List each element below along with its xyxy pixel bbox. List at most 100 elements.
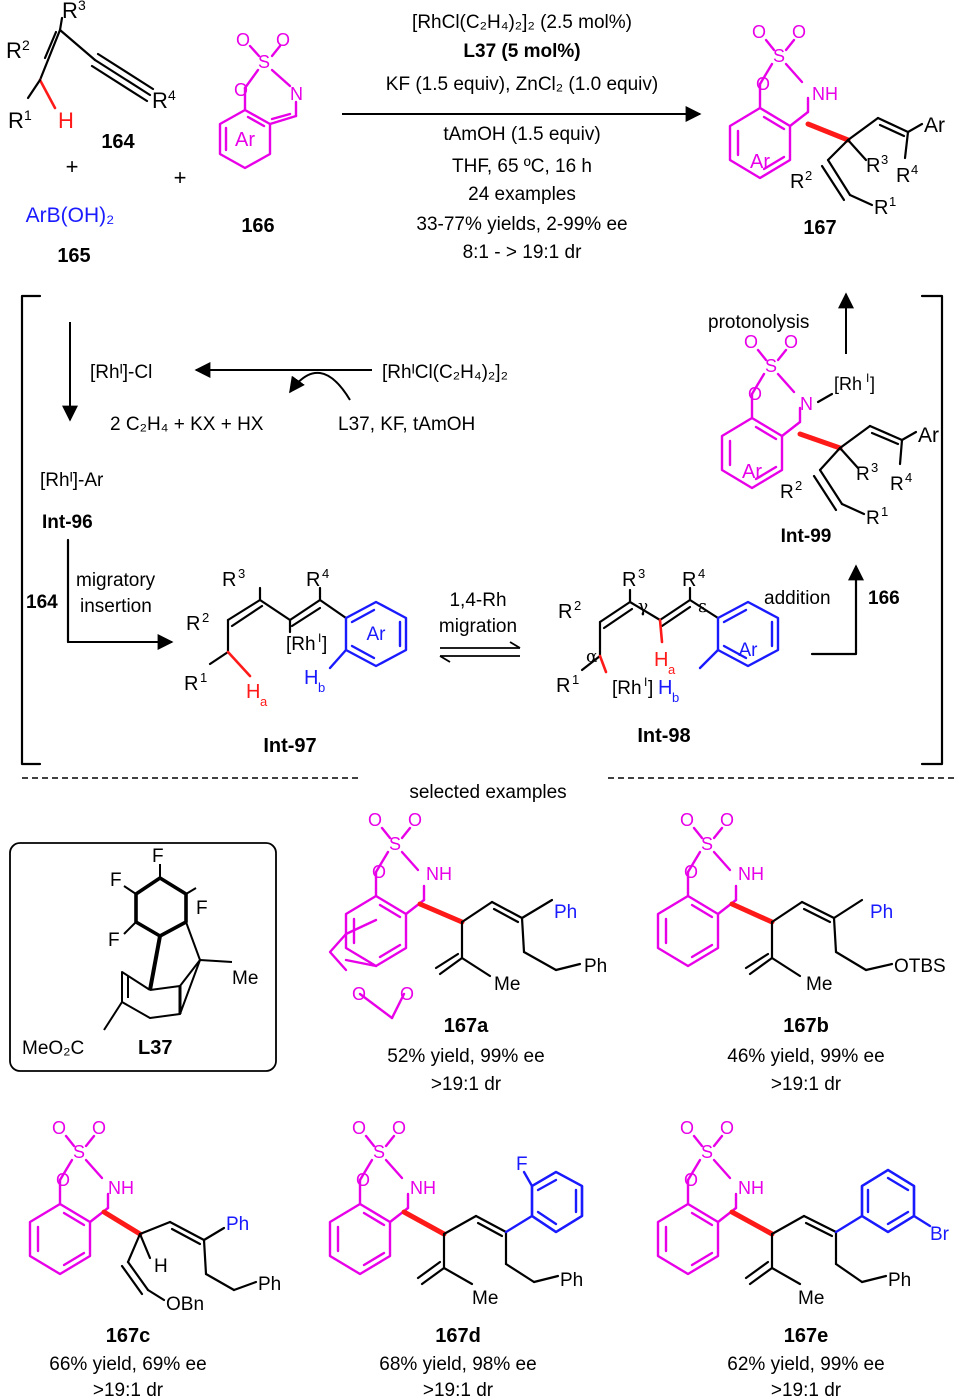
label-int96: Int-96: [42, 512, 93, 533]
cycle-brackets: [20, 294, 944, 766]
svg-text:H: H: [58, 108, 74, 133]
label-164: 164: [101, 131, 135, 153]
svg-text:Ar: Ar: [367, 624, 387, 645]
svg-text:R: R: [874, 197, 888, 219]
example-167e: NH Br Ph Me 167e 62% yield, 99% ee >19:1…: [656, 1116, 950, 1400]
svg-text:R: R: [184, 673, 198, 695]
svg-text:62% yield, 99% ee: 62% yield, 99% ee: [727, 1354, 884, 1375]
svg-text:N: N: [290, 84, 303, 104]
svg-text:]: ]: [322, 634, 327, 655]
svg-text:167a: 167a: [444, 1015, 489, 1037]
svg-text:R: R: [222, 569, 236, 591]
step-addition: addition 166: [764, 564, 900, 656]
label-165: 165: [57, 245, 90, 267]
svg-text:NH: NH: [410, 1178, 436, 1198]
svg-text:[Rh: [Rh: [834, 374, 862, 394]
svg-text:[Rhᴵ]-Cl: [Rhᴵ]-Cl: [90, 362, 152, 383]
svg-text:Br: Br: [930, 1224, 950, 1245]
svg-text:L37, KF, tAmOH: L37, KF, tAmOH: [338, 414, 475, 435]
svg-text:>19:1 dr: >19:1 dr: [423, 1380, 494, 1400]
svg-text:Ph: Ph: [888, 1270, 911, 1291]
svg-text:O: O: [276, 30, 290, 50]
svg-text:R: R: [622, 569, 636, 591]
rh-ar-species: [Rhᴵ]-Ar: [40, 470, 104, 491]
svg-text:R: R: [306, 569, 320, 591]
svg-text:4: 4: [322, 566, 329, 581]
svg-text:OTBS: OTBS: [894, 956, 946, 977]
svg-text:F: F: [108, 930, 120, 951]
svg-text:NH: NH: [738, 864, 764, 884]
svg-text:1: 1: [572, 672, 579, 687]
svg-text:3: 3: [871, 460, 878, 475]
svg-text:Int-98: Int-98: [637, 725, 690, 747]
svg-text:[RhCl(C₂H₄)₂]₂ (2.5 mol%): [RhCl(C₂H₄)₂]₂ (2.5 mol%): [412, 12, 632, 33]
svg-text:N: N: [800, 394, 813, 414]
svg-text:167d: 167d: [435, 1325, 481, 1347]
svg-text:[RhᴵCl(C₂H₄)₂]₂: [RhᴵCl(C₂H₄)₂]₂: [382, 362, 508, 383]
svg-text:Ar: Ar: [924, 114, 945, 137]
svg-text:a: a: [260, 694, 268, 709]
plus-2: +: [174, 165, 187, 190]
svg-text:164: 164: [26, 592, 58, 613]
example-167c: NH Ph Ph H OBn 167c 66% yield, 69% ee >1…: [28, 1116, 281, 1400]
svg-text:Ar: Ar: [750, 151, 770, 173]
example-167a: NH O O Ph Ph Me 167a 52% yield, 99% ee >…: [328, 808, 607, 1095]
svg-text:4: 4: [905, 470, 912, 485]
svg-text:1,4-Rh: 1,4-Rh: [449, 590, 506, 611]
svg-text:167e: 167e: [784, 1325, 829, 1347]
svg-text:I: I: [866, 371, 869, 385]
svg-text:3: 3: [238, 566, 245, 581]
svg-text:2: 2: [805, 168, 812, 183]
svg-text:Ar: Ar: [235, 129, 255, 151]
svg-text:Me: Me: [232, 968, 258, 989]
svg-text:NH: NH: [812, 84, 838, 104]
svg-text:KF (1.5 equiv), ZnCl₂ (1.0 equ: KF (1.5 equiv), ZnCl₂ (1.0 equiv): [386, 74, 658, 95]
svg-text:]: ]: [870, 374, 875, 394]
svg-text:a: a: [668, 662, 676, 677]
svg-text:4: 4: [698, 566, 705, 581]
svg-text:O: O: [236, 30, 250, 50]
svg-text:46% yield, 99% ee: 46% yield, 99% ee: [727, 1046, 884, 1067]
svg-text:[Rh: [Rh: [286, 634, 316, 655]
svg-text:R: R: [790, 171, 804, 193]
svg-text:L37: L37: [138, 1037, 172, 1059]
svg-text:Ph: Ph: [870, 902, 893, 923]
svg-text:Ar: Ar: [739, 640, 759, 661]
svg-text:2: 2: [202, 610, 209, 625]
svg-text:166: 166: [868, 588, 900, 609]
svg-text:H: H: [658, 677, 672, 699]
example-167d: NH F Ph Me 167d 68% yield, 98% ee >19:1 …: [328, 1116, 583, 1400]
svg-text:F: F: [152, 846, 164, 867]
svg-text:R: R: [780, 482, 794, 503]
svg-text:NH: NH: [738, 1178, 764, 1198]
svg-text:Me: Me: [798, 1288, 824, 1309]
svg-text:24 examples: 24 examples: [468, 184, 576, 205]
svg-text:R: R: [8, 108, 24, 133]
svg-text:167c: 167c: [106, 1325, 151, 1347]
ligand-l37-box: F F F F Me MeO₂C L37: [9, 842, 277, 1072]
svg-text:R: R: [62, 0, 78, 23]
reaction-conditions: [RhCl(C₂H₄)₂]₂ (2.5 mol%) L37 (5 mol%) K…: [342, 12, 702, 263]
step-migratory-insertion: 164 migratory insertion: [26, 538, 174, 650]
svg-text:O: O: [234, 80, 248, 100]
svg-text:>19:1 dr: >19:1 dr: [93, 1380, 164, 1400]
svg-text:Int-97: Int-97: [263, 735, 316, 757]
svg-text:2 C₂H₄ + KX + HX: 2 C₂H₄ + KX + HX: [110, 414, 264, 435]
svg-text:33-77% yields, 2-99% ee: 33-77% yields, 2-99% ee: [416, 214, 627, 235]
svg-text:R: R: [866, 508, 880, 529]
svg-text:Me: Me: [494, 974, 520, 995]
svg-text:ε: ε: [698, 597, 707, 617]
svg-text:Int-99: Int-99: [781, 526, 832, 547]
svg-text:NH: NH: [108, 1178, 134, 1198]
svg-text:3: 3: [881, 152, 888, 167]
svg-text:R: R: [856, 464, 870, 485]
svg-text:1: 1: [24, 107, 32, 123]
svg-text:Ph: Ph: [554, 902, 577, 923]
svg-text:F: F: [516, 1154, 528, 1175]
svg-text:O: O: [400, 984, 414, 1004]
svg-text:Ph: Ph: [226, 1214, 249, 1235]
svg-text:1: 1: [881, 504, 888, 519]
